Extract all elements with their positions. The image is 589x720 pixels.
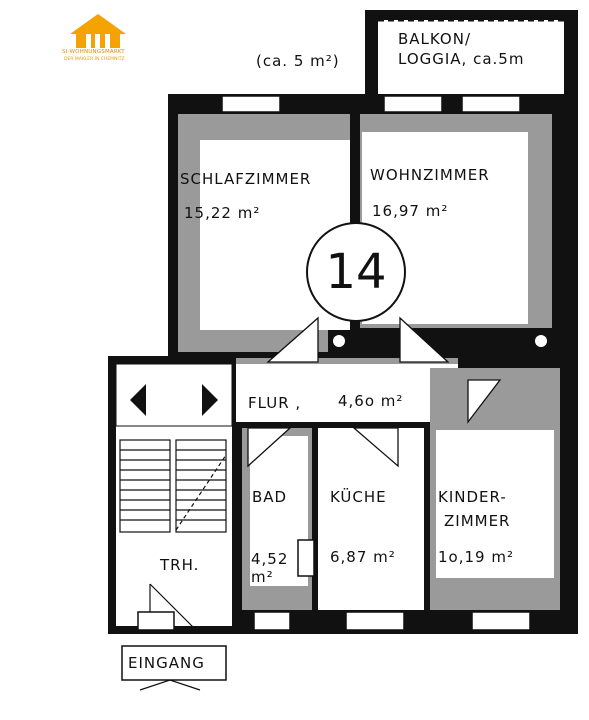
schlafzimmer-label: SCHLAFZIMMER (180, 170, 312, 188)
wohnzimmer-label: WOHNZIMMER (370, 166, 490, 184)
kueche (318, 428, 424, 610)
kueche-label: KÜCHE (330, 488, 387, 506)
doors (247, 316, 502, 468)
wohnzimmer-area: 16,97 m² (372, 202, 449, 220)
flur (236, 358, 458, 422)
company-logo: SI-WOHNUNGSMARKT DER MAKLER IN CHEMNITZ (62, 12, 134, 72)
treppenhaus (108, 356, 236, 634)
flur-label: FLUR , (248, 394, 302, 412)
logo-tagline: DER MAKLER IN CHEMNITZ (64, 57, 125, 62)
bad-area-1: 4,52 (251, 550, 289, 568)
kinderzimmer (430, 368, 560, 610)
bad-area-2: m² (251, 568, 274, 586)
balkon-area (365, 10, 578, 102)
schlafzimmer-area: 15,22 m² (184, 204, 261, 222)
flur-area: 4,6o m² (338, 392, 404, 410)
unit-number: 14 (306, 222, 406, 322)
kinderzimmer-label-2: ZIMMER (444, 512, 511, 530)
balkon-area-label: (ca. 5 m²) (256, 52, 340, 70)
kueche-area: 6,87 m² (330, 548, 396, 566)
chimneys (328, 330, 552, 352)
treppenhaus-label: TRH. (160, 556, 200, 574)
kinderzimmer-label-1: KINDER- (438, 488, 507, 506)
balkon-label-1: BALKON/ (398, 30, 472, 48)
kinderzimmer-area: 1o,19 m² (438, 548, 514, 566)
logo-name: SI-WOHNUNGSMARKT (62, 49, 125, 55)
bad-label: BAD (252, 488, 288, 506)
eingang-label: EINGANG (128, 654, 205, 672)
house-logo-icon (70, 14, 126, 48)
eingang-box (121, 645, 227, 691)
balkon-label-2: LOGGIA, ca.5m (398, 50, 525, 68)
windows (137, 95, 531, 631)
